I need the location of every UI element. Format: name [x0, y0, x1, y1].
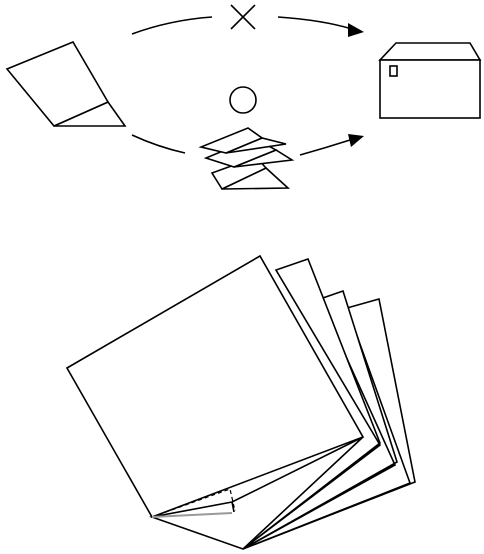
upper-arrowhead-icon — [348, 23, 364, 37]
incorrect-path — [131, 4, 364, 37]
single-folded-sheet-icon — [5, 40, 127, 127]
folded-corner-icon — [151, 488, 236, 518]
sheet-face — [5, 40, 110, 127]
detail-sheet-2 — [242, 257, 382, 550]
fanned-sheets-detail-icon — [65, 254, 416, 550]
envelope-icon — [378, 42, 482, 119]
envelope-window — [389, 65, 398, 77]
fan-sheet-1 — [198, 127, 264, 154]
correct-path — [131, 86, 364, 156]
lower-arrowhead-icon — [348, 134, 364, 147]
top-panel — [5, 4, 482, 191]
lower-arc-right — [299, 139, 351, 156]
detail-sheet-1 — [65, 254, 365, 518]
detail-sheet-3 — [242, 289, 398, 550]
detail-sheet-4 — [242, 297, 416, 550]
incorrect-cross-icon — [230, 4, 256, 30]
bottom-panel — [65, 254, 416, 550]
fanned-folded-sheets-icon — [198, 127, 295, 191]
correct-circle-icon — [229, 86, 257, 114]
lower-arc-left — [131, 134, 186, 154]
upper-arc-right — [277, 16, 353, 30]
upper-arc-left — [131, 16, 213, 35]
envelope-flap — [378, 42, 482, 61]
